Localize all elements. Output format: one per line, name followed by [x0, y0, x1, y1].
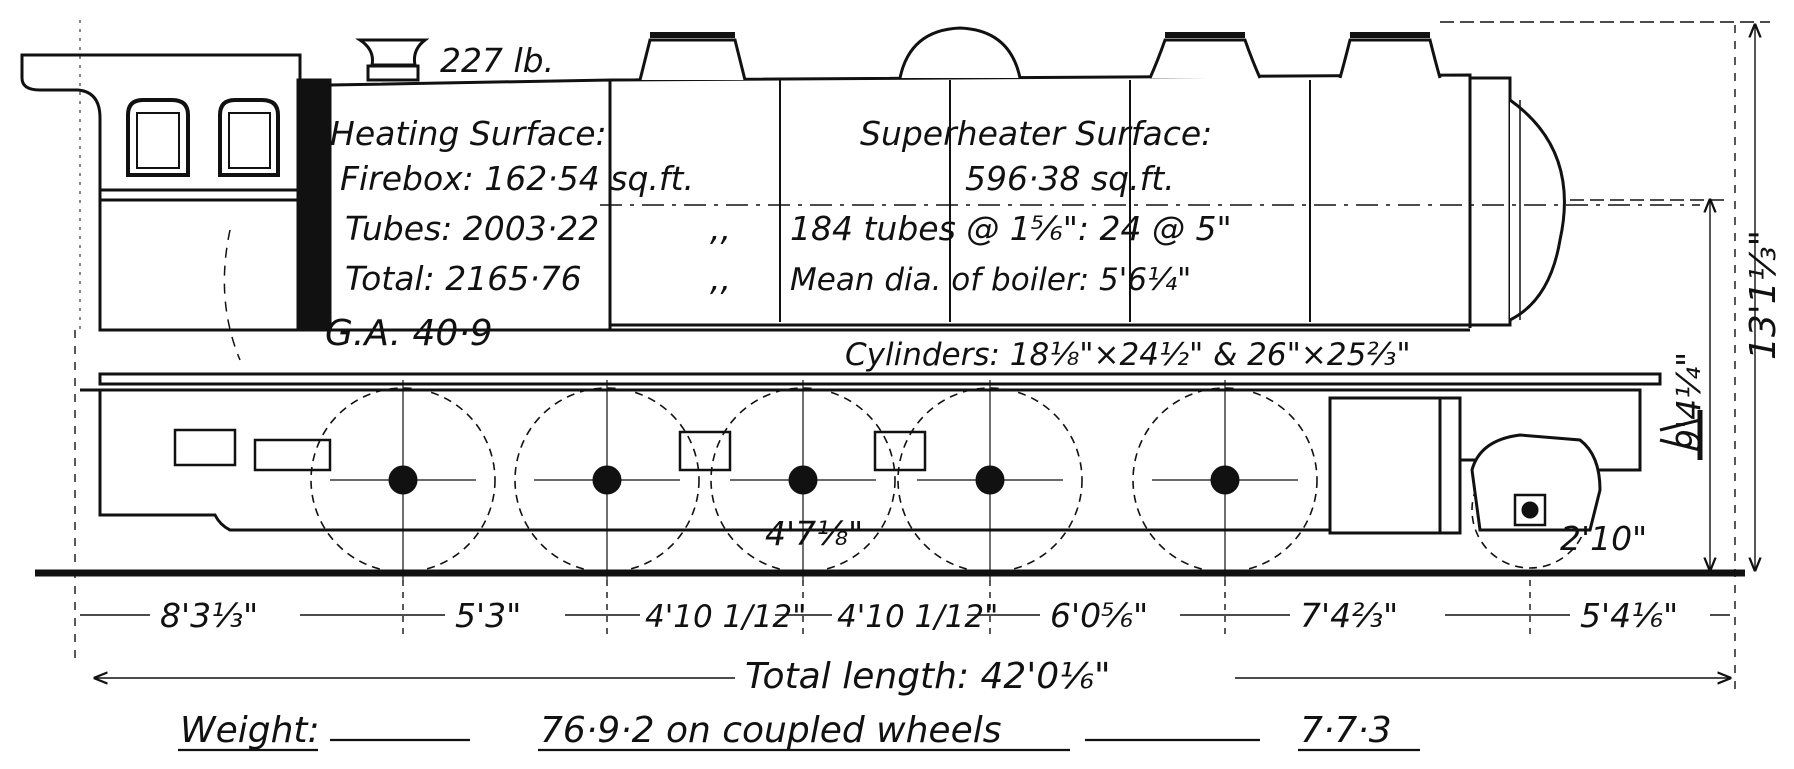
weight-line: Weight: 76·9·2 on coupled wheels 7·7·3 — [178, 710, 1420, 752]
boiler-centre-height: 9'4¼" — [1669, 352, 1708, 450]
spacing-label: 4'10 1/12" — [837, 599, 998, 635]
firebox-surface: Firebox: 162·54 sq.ft. — [340, 159, 694, 198]
wheel-spacings: 8'3⅓" 5'3" 4'10 1/12" 4'10 1/12" 6'0⅚" 7… — [150, 595, 1710, 635]
frame — [80, 372, 1703, 535]
superheater-heading: Superheater Surface: — [860, 114, 1212, 153]
cab — [20, 20, 332, 361]
spacing-label: 7'4⅔" — [1300, 596, 1398, 635]
trailing-wheel — [1470, 433, 1602, 569]
boiler-diameter: Mean dia. of boiler: 5'6¼" — [790, 262, 1191, 298]
tubes-surface: Tubes: 2003·22 — [345, 209, 599, 248]
grate-area: G.A. 40·9 — [325, 313, 493, 354]
trailing-wheel-diameter: 2'10" — [1560, 519, 1647, 558]
superheater-tubes: 184 tubes @ 1⅚": 24 @ 5" — [790, 209, 1232, 248]
overall-height: 13'1⅓" — [1743, 230, 1784, 360]
spacing-label: 5'3" — [455, 596, 521, 635]
spacing-label: 4'10 1/12" — [645, 599, 806, 635]
spacing-label: 8'3⅓" — [160, 596, 258, 635]
total-ditto: ,, — [710, 259, 731, 298]
boiler — [328, 26, 1700, 332]
coupled-wheel-diameter: 4'7⅛" — [765, 514, 863, 553]
total-length: Total length: 42'0⅙" — [745, 656, 1111, 697]
superheater-area: 596·38 sq.ft. — [965, 159, 1175, 198]
coupled-wheels — [310, 380, 1602, 580]
tubes-ditto: ,, — [710, 209, 731, 248]
heating-surface-heading: Heating Surface: — [330, 114, 607, 153]
cylinders: Cylinders: 18⅛"×24½" & 26"×25⅔" — [845, 337, 1411, 373]
weight-label: Weight: — [180, 710, 320, 751]
total-surface: Total: 2165·76 — [345, 259, 582, 298]
spacing-label: 6'0⅚" — [1050, 596, 1148, 635]
superheater-block: Superheater Surface: 596·38 sq.ft. 184 t… — [790, 114, 1232, 298]
safety-valve-pressure: 227 lb. — [440, 41, 554, 80]
spacing-label: 5'4⅙" — [1580, 596, 1678, 635]
weight-coupled: 76·9·2 on coupled wheels — [540, 710, 1001, 751]
heating-surface-block: Heating Surface: Firebox: 162·54 sq.ft. … — [325, 114, 731, 354]
weight-trailing: 7·7·3 — [1300, 710, 1392, 751]
